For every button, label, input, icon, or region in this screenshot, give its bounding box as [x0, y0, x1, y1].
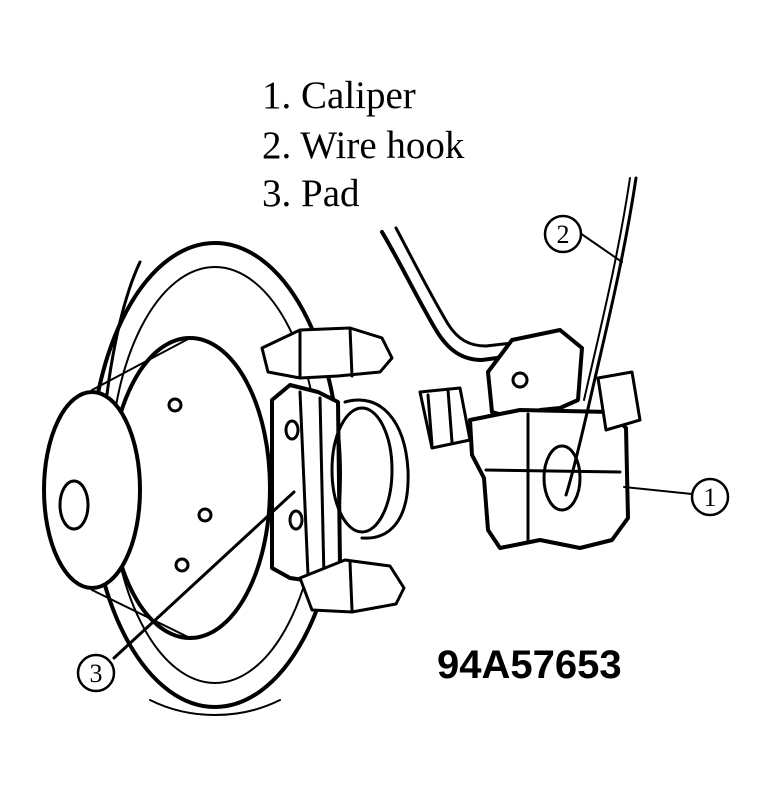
callout-label-1: 1 — [704, 483, 717, 512]
brake-pad — [270, 383, 342, 584]
callout-circle-2 — [543, 214, 583, 254]
caliper — [418, 328, 642, 550]
legend-item-caliper: 1. Caliper — [262, 74, 416, 117]
legend-item-pad: 3. Pad — [262, 172, 360, 215]
callout-label-2: 2 — [557, 220, 570, 249]
leader-line-3 — [112, 490, 296, 660]
callout-label-3: 3 — [90, 659, 103, 688]
callout-circle-1 — [690, 477, 730, 517]
wire-hook — [564, 176, 638, 497]
lower-bracket-bolt — [298, 558, 406, 614]
brake-hose — [380, 226, 514, 362]
upper-bracket-bolt — [260, 326, 394, 380]
wheel-hub — [42, 336, 272, 640]
callout-circle-3 — [76, 653, 116, 693]
leader-line-1 — [623, 486, 693, 495]
legend-item-wire-hook: 2. Wire hook — [262, 124, 465, 167]
leader-line-2 — [579, 232, 623, 263]
figure-id: 94A57653 — [437, 643, 622, 687]
hub-boss — [330, 398, 410, 540]
